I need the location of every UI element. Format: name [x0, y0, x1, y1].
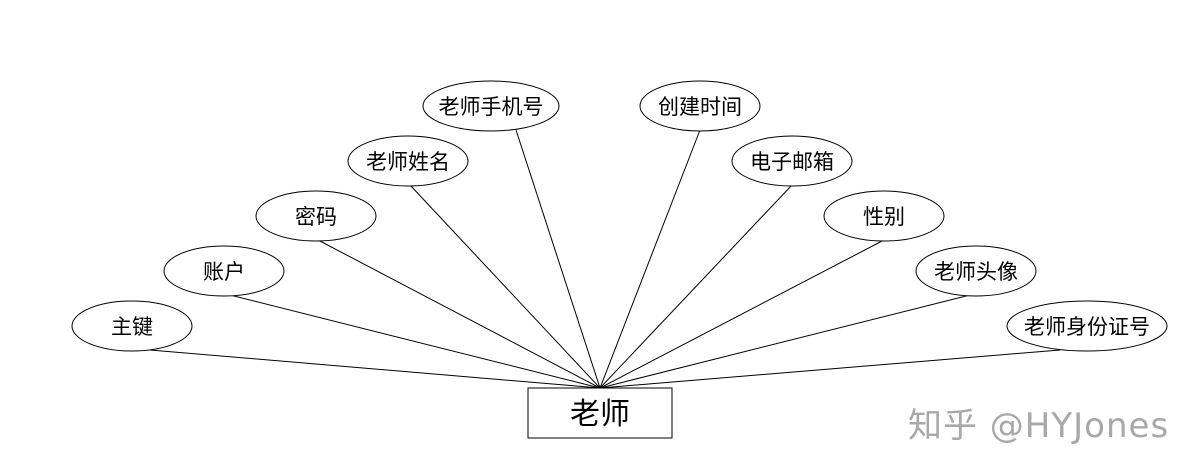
relation-line — [515, 129, 601, 389]
relation-line — [599, 349, 1061, 389]
attribute-node: 创建时间 — [639, 80, 761, 132]
attribute-ellipse — [1006, 300, 1168, 352]
attribute-label: 老师身份证号 — [1024, 315, 1150, 339]
attribute-label: 密码 — [295, 205, 337, 229]
entity-teacher: 老师 — [527, 387, 673, 439]
relation-line — [229, 294, 601, 389]
entity-label: 老师 — [570, 397, 630, 432]
attribute-ellipse — [915, 245, 1037, 297]
attribute-node: 老师姓名 — [347, 135, 469, 187]
attribute-label: 主键 — [111, 315, 153, 339]
relation-line — [599, 294, 971, 389]
attribute-label: 性别 — [863, 205, 905, 229]
attribute-label: 老师手机号 — [439, 95, 544, 119]
attribute-ellipse — [71, 300, 193, 352]
attribute-ellipse — [639, 80, 761, 132]
attribute-ellipse — [823, 190, 945, 242]
relation-line — [317, 239, 601, 389]
attribute-node: 密码 — [255, 190, 377, 242]
attribute-node: 老师头像 — [915, 245, 1037, 297]
attribute-node: 老师身份证号 — [1006, 300, 1168, 352]
attribute-ellipse — [347, 135, 469, 187]
attribute-node: 主键 — [71, 300, 193, 352]
relation-line — [599, 239, 885, 389]
relation-line — [599, 129, 701, 389]
attribute-label: 电子邮箱 — [750, 150, 834, 174]
attribute-label: 老师姓名 — [366, 150, 450, 174]
relation-line — [599, 184, 793, 389]
attribute-ellipse — [163, 245, 285, 297]
attribute-node: 电子邮箱 — [731, 135, 853, 187]
attribute-label: 创建时间 — [658, 95, 742, 119]
attribute-node: 账户 — [163, 245, 285, 297]
attribute-ellipse — [731, 135, 853, 187]
attribute-label: 老师头像 — [934, 260, 1018, 284]
attribute-label: 账户 — [203, 260, 245, 284]
watermark: 知乎 @HYJones — [908, 406, 1170, 446]
attribute-ellipse — [255, 190, 377, 242]
relation-line — [149, 349, 601, 389]
relation-line — [409, 184, 601, 389]
attribute-node: 性别 — [823, 190, 945, 242]
attribute-node: 老师手机号 — [422, 80, 560, 132]
attribute-ellipse — [422, 80, 560, 132]
